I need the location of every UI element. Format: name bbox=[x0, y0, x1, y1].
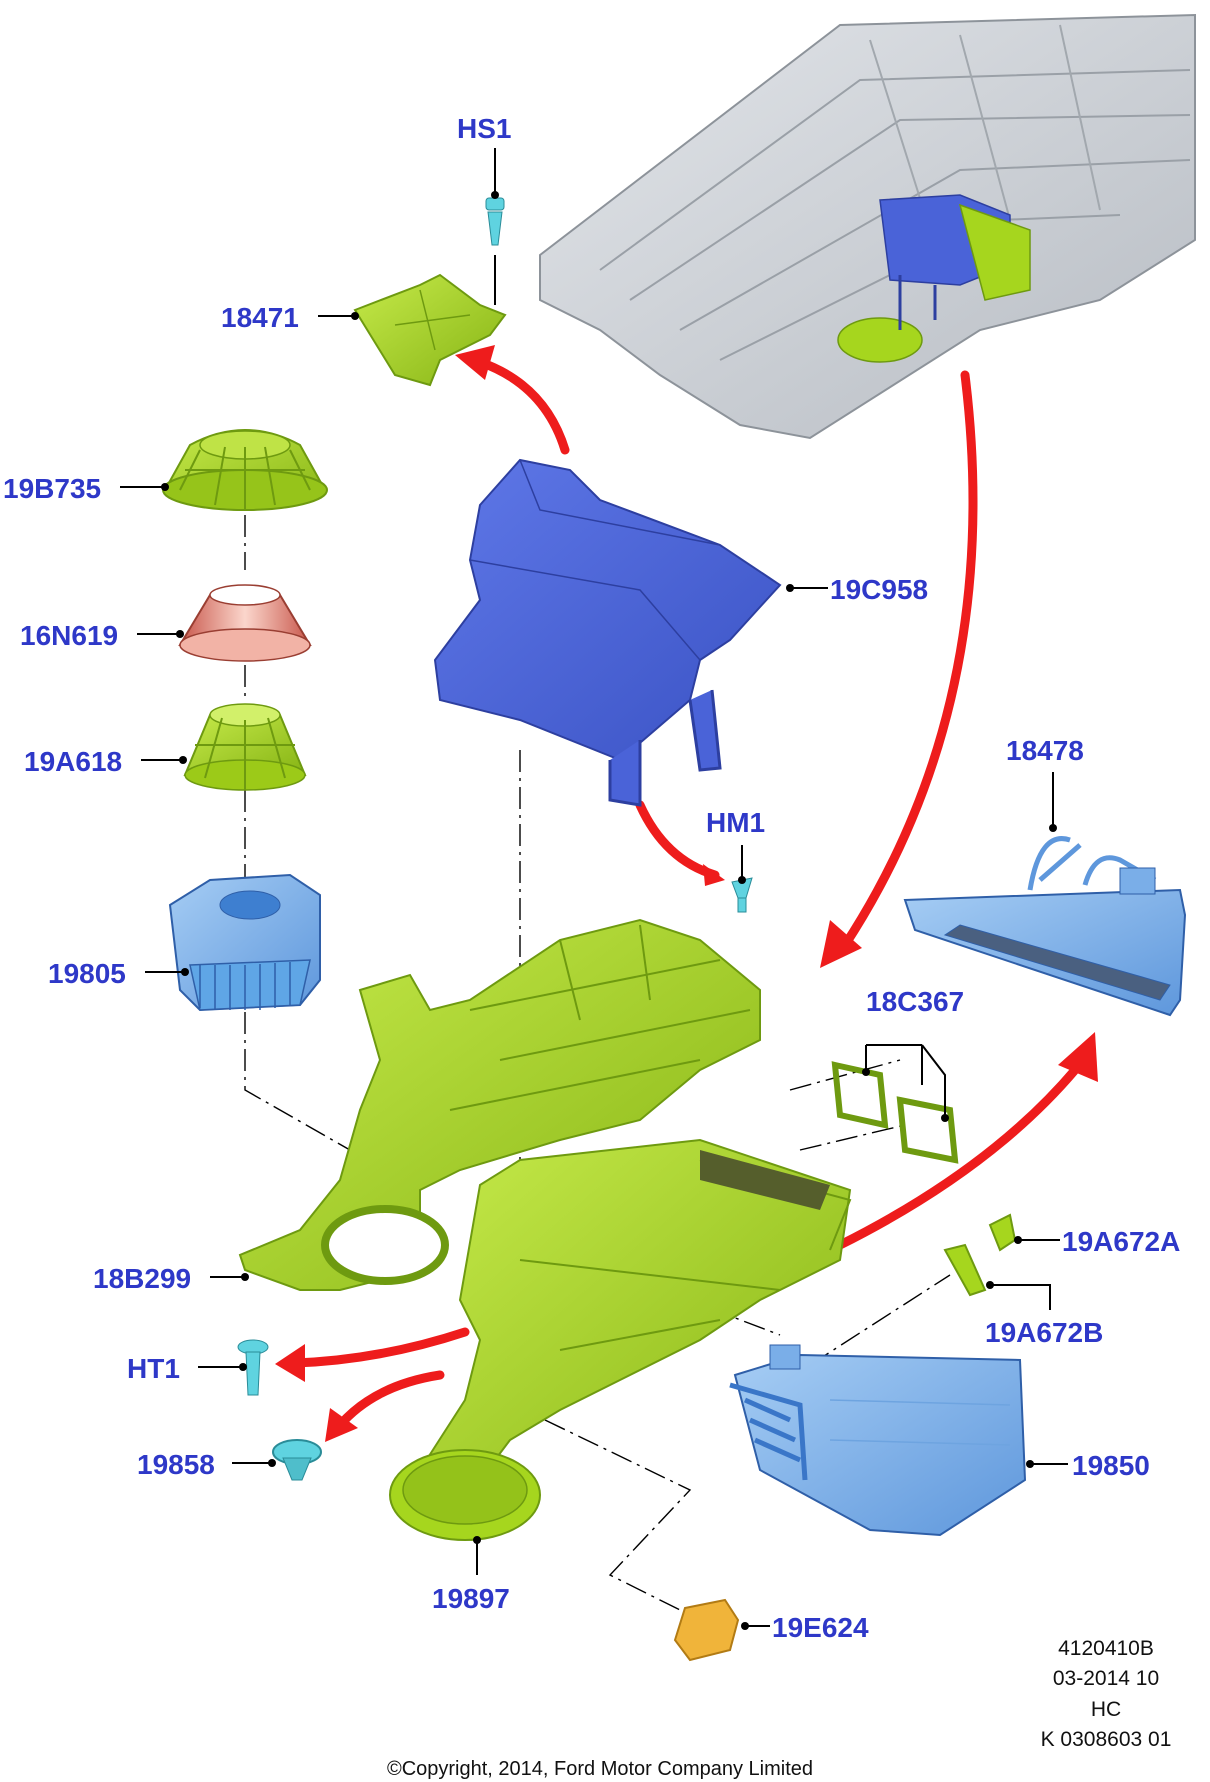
label-19858: 19858 bbox=[137, 1449, 215, 1480]
label-hm1: HM1 bbox=[706, 807, 765, 838]
part-18471-bracket bbox=[353, 273, 507, 387]
part-19805-blower-motor bbox=[168, 873, 321, 1012]
diagram-ref: 4120410B bbox=[1058, 1637, 1154, 1660]
part-19b735-cone bbox=[162, 429, 328, 511]
label-19850: 19850 bbox=[1072, 1450, 1150, 1481]
part-19c958-cover bbox=[433, 458, 782, 807]
label-19a618: 19A618 bbox=[24, 746, 122, 777]
hs1-screw-part bbox=[485, 197, 505, 246]
leader-lines bbox=[120, 148, 1068, 1630]
label-18471: 18471 bbox=[221, 302, 299, 333]
label-19b735: 19B735 bbox=[3, 473, 101, 504]
arrow-head-to-18471 bbox=[455, 345, 495, 380]
arrow-head-to-18478 bbox=[1058, 1032, 1098, 1082]
label-ht1: HT1 bbox=[127, 1353, 180, 1384]
part-18478-heater-core bbox=[903, 836, 1187, 1017]
diagram-code: HC bbox=[1091, 1698, 1121, 1721]
label-18b299: 18B299 bbox=[93, 1263, 191, 1294]
part-18c367-gaskets bbox=[831, 1061, 959, 1164]
part-19850-evaporator bbox=[729, 1344, 1027, 1537]
ht1-fastener-part bbox=[237, 1339, 269, 1396]
part-16n619-ring bbox=[178, 584, 312, 662]
reference-block: 4120410B 03-2014 10 HC K 0308603 01 bbox=[1041, 1637, 1172, 1751]
part-19a672-clips bbox=[943, 1213, 1017, 1297]
part-18b299-housing bbox=[238, 918, 852, 1541]
vehicle-floor-panel bbox=[539, 13, 1196, 440]
label-19a672a: 19A672A bbox=[1062, 1226, 1180, 1257]
label-hs1: HS1 bbox=[457, 113, 511, 144]
label-19805: 19805 bbox=[48, 958, 126, 989]
copyright-notice: ©Copyright, 2014, Ford Motor Company Lim… bbox=[387, 1758, 813, 1780]
label-19897: 19897 bbox=[432, 1583, 510, 1614]
arrow-head-to-hm1 bbox=[703, 864, 725, 886]
assembly-arrows bbox=[275, 345, 1098, 1442]
label-19e624: 19E624 bbox=[772, 1612, 869, 1643]
arrow-head-to-housing bbox=[820, 920, 862, 968]
label-19c958: 19C958 bbox=[830, 574, 928, 605]
label-18c367: 18C367 bbox=[866, 986, 964, 1017]
label-16n619: 16N619 bbox=[20, 620, 118, 651]
label-18478: 18478 bbox=[1006, 735, 1084, 766]
arrow-head-to-ht1 bbox=[275, 1344, 305, 1382]
part-19e624-resistor bbox=[673, 1598, 740, 1662]
part-labels: HS1 18471 19B735 16N619 19A618 19805 19C… bbox=[3, 113, 1180, 1643]
part-19a618-grille bbox=[183, 703, 307, 791]
diagram-k-number: K 0308603 01 bbox=[1041, 1728, 1172, 1751]
arrow-head-to-19858 bbox=[325, 1408, 358, 1442]
diagram-date: 03-2014 10 bbox=[1053, 1667, 1159, 1690]
label-19a672b: 19A672B bbox=[985, 1317, 1103, 1348]
part-19858-grommet bbox=[272, 1439, 322, 1481]
